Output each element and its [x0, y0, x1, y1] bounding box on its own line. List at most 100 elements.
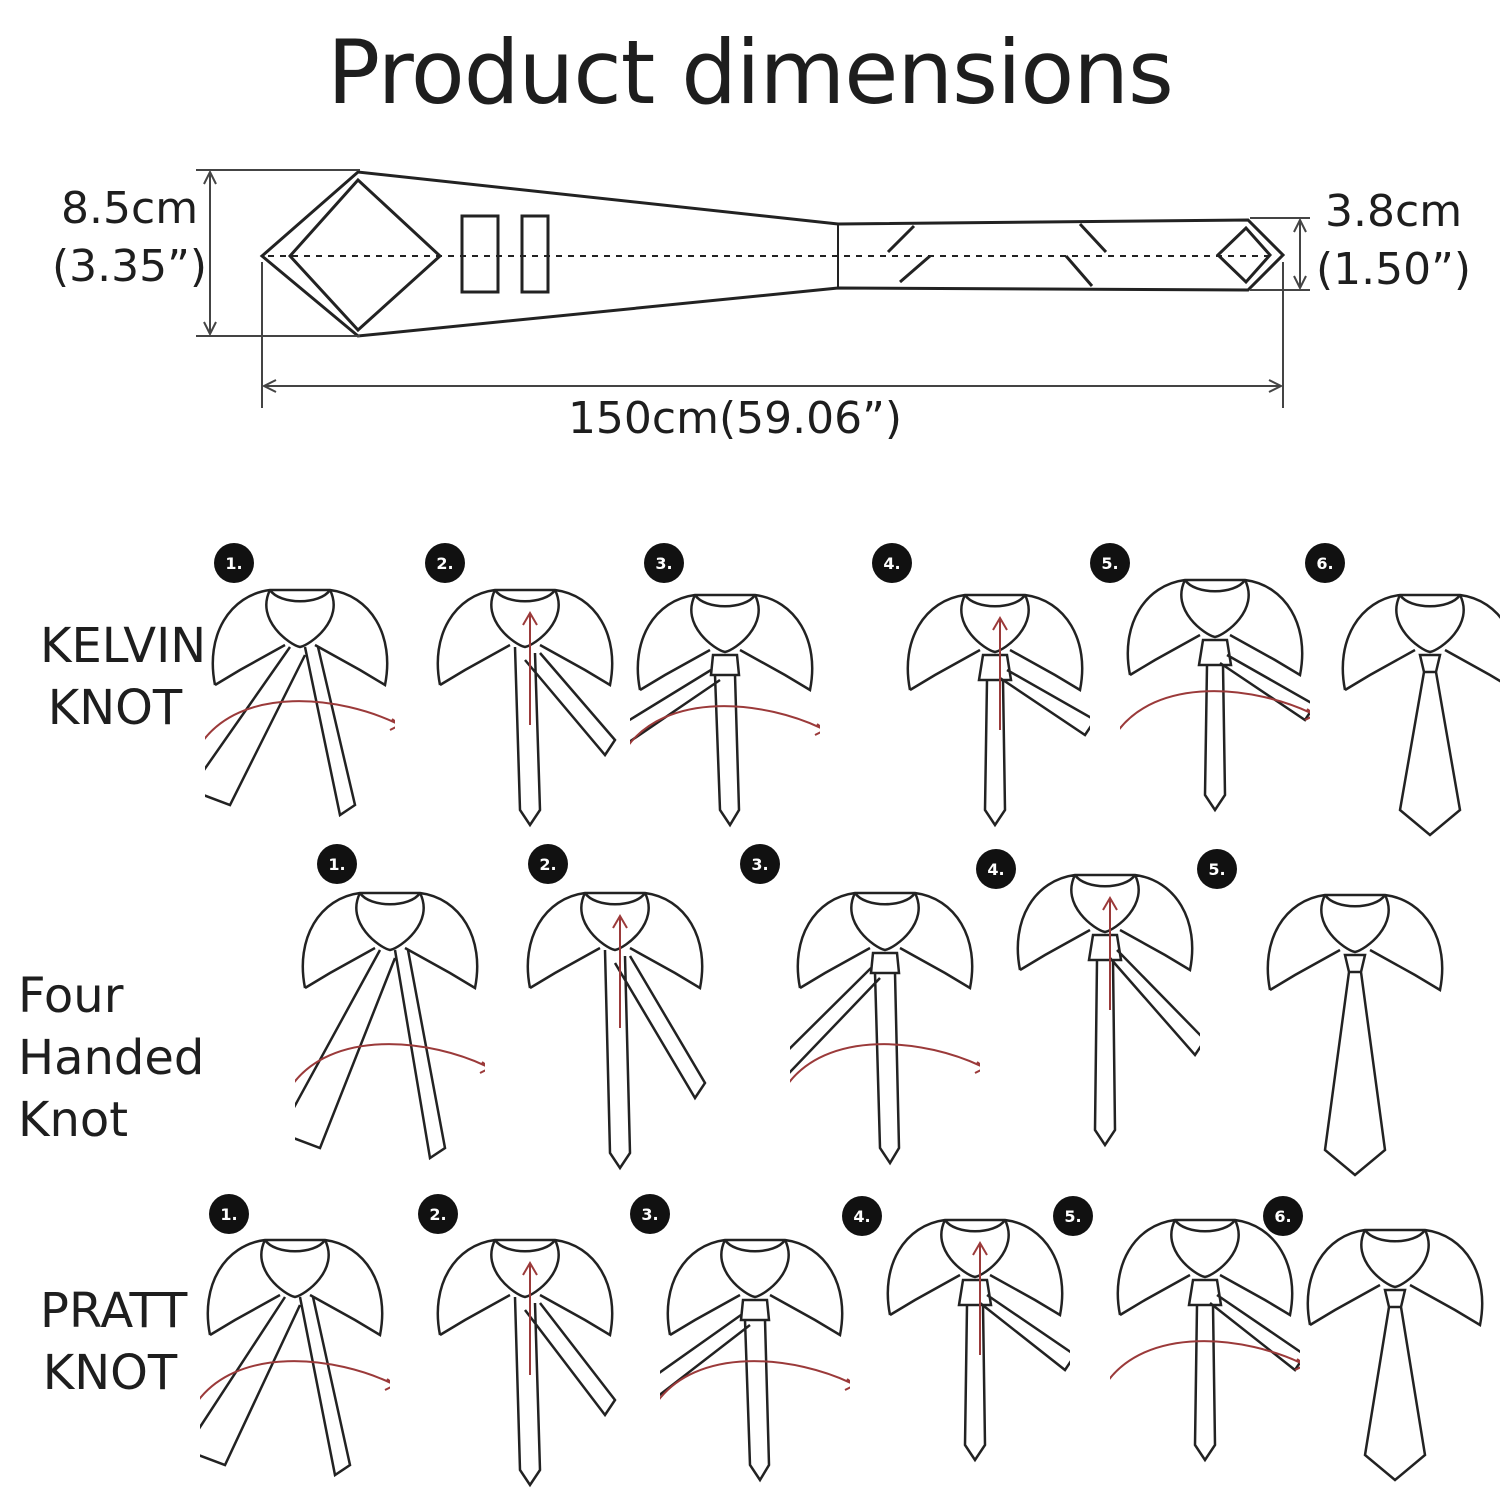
necktie	[205, 646, 357, 818]
necktie	[513, 1296, 617, 1488]
narrow-width-cm: 3.8cm	[1325, 186, 1463, 237]
direction-arrow	[200, 1360, 390, 1401]
direction-arrow	[295, 1043, 485, 1084]
shirt-collar	[886, 1218, 1064, 1317]
step-number-badge: 5.	[1090, 543, 1130, 583]
knot-step-illustration	[205, 575, 395, 835]
step-number-badge: 3.	[644, 543, 684, 583]
direction-arrow	[630, 705, 820, 746]
direction-arrow	[612, 914, 628, 1028]
step-number-badge: 2.	[418, 1194, 458, 1234]
knot-step-illustration	[900, 580, 1090, 840]
tie-stripe-1	[886, 222, 1108, 287]
tie-keeper-2	[520, 214, 550, 294]
shirt-collar	[906, 593, 1084, 692]
knot-step-illustration	[1300, 1215, 1490, 1485]
step-number-badge: 4.	[976, 849, 1016, 889]
necktie	[1197, 638, 1310, 813]
necktie	[660, 1298, 771, 1483]
step-number-badge: 3.	[740, 844, 780, 884]
necktie	[513, 646, 617, 828]
knot-step-illustration	[1010, 860, 1200, 1160]
necktie	[295, 949, 447, 1161]
row-label-line: PRATT	[40, 1283, 188, 1339]
narrow-width-in: (1.50”)	[1316, 244, 1472, 295]
tie-keeper-1	[460, 214, 500, 294]
shirt-collar	[666, 1238, 844, 1337]
necktie	[790, 951, 901, 1166]
row-label-pratt: PRATT KNOT	[40, 1280, 188, 1404]
length-label: 150cm(59.06”)	[567, 393, 903, 444]
step-number-badge: 2.	[425, 543, 465, 583]
wide-width-cm: 8.5cm	[61, 183, 199, 234]
row-label-line: KNOT	[47, 680, 183, 736]
step-number-badge: 1.	[214, 543, 254, 583]
shirt-collar	[206, 1238, 384, 1337]
row-label-kelvin: KELVIN KNOT	[40, 615, 206, 739]
tie-outline	[259, 170, 1286, 338]
direction-arrow	[205, 700, 395, 741]
step-number-badge: 3.	[630, 1194, 670, 1234]
shirt-collar	[211, 588, 389, 687]
shirt-collar	[526, 891, 704, 990]
step-number-badge: 6.	[1305, 543, 1345, 583]
knot-step-illustration	[200, 1225, 390, 1495]
knot-step-illustration	[295, 878, 485, 1178]
step-number-badge: 2.	[528, 844, 568, 884]
knot-step-illustration	[1110, 1205, 1300, 1475]
knot-step-illustration	[790, 878, 980, 1178]
shirt-collar	[1116, 1218, 1294, 1317]
step-number-badge: 4.	[872, 543, 912, 583]
direction-arrow	[972, 1241, 988, 1355]
necktie	[200, 1296, 352, 1478]
shirt-collar	[1341, 593, 1500, 692]
step-number-badge: 5.	[1197, 849, 1237, 889]
direction-arrow	[1102, 896, 1118, 1010]
shirt-collar	[1126, 578, 1304, 677]
knot-step-illustration	[430, 575, 620, 835]
step-number-badge: 4.	[842, 1196, 882, 1236]
direction-arrow	[992, 616, 1008, 730]
knot-step-illustration	[1120, 565, 1310, 825]
page-title: Product dimensions	[327, 21, 1174, 124]
necktie	[1363, 1288, 1427, 1482]
direction-arrow	[1110, 1340, 1300, 1381]
necktie	[1398, 653, 1462, 837]
step-number-badge: 1.	[317, 844, 357, 884]
knot-step-illustration	[660, 1225, 850, 1495]
shirt-collar	[636, 593, 814, 692]
knot-step-illustration	[880, 1205, 1070, 1475]
knot-step-illustration	[630, 580, 820, 840]
step-number-badge: 1.	[209, 1194, 249, 1234]
shirt-collar	[1016, 873, 1194, 972]
row-label-line: Four Handed	[18, 968, 205, 1086]
direction-arrow	[522, 1261, 538, 1375]
row-label-line: Knot	[18, 1092, 129, 1148]
shirt-collar	[436, 1238, 614, 1337]
row-label-four-handed: Four Handed Knot	[18, 965, 308, 1151]
necktie	[977, 653, 1090, 828]
shirt-collar	[1306, 1228, 1484, 1327]
shirt-collar	[796, 891, 974, 990]
necktie	[957, 1278, 1070, 1463]
knot-step-illustration	[1335, 580, 1500, 840]
direction-arrow	[790, 1043, 980, 1084]
necktie	[1187, 1278, 1300, 1463]
knot-step-illustration	[520, 878, 710, 1178]
necktie	[630, 653, 741, 828]
narrow-width-label: 3.8cm (1.50”)	[1316, 183, 1471, 299]
shirt-collar	[1266, 893, 1444, 992]
knot-step-illustration	[1260, 880, 1450, 1180]
step-number-badge: 5.	[1053, 1196, 1093, 1236]
knot-step-illustration	[430, 1225, 620, 1495]
wide-width-label: 8.5cm (3.35”)	[52, 180, 207, 296]
wide-width-in: (3.35”)	[52, 241, 208, 292]
direction-arrow	[1120, 690, 1310, 731]
shirt-collar	[436, 588, 614, 687]
direction-arrow	[660, 1360, 850, 1401]
necktie	[1323, 953, 1387, 1177]
row-label-line: KNOT	[42, 1345, 178, 1401]
necktie	[603, 949, 707, 1171]
direction-arrow	[522, 611, 538, 725]
shirt-collar	[301, 891, 479, 990]
